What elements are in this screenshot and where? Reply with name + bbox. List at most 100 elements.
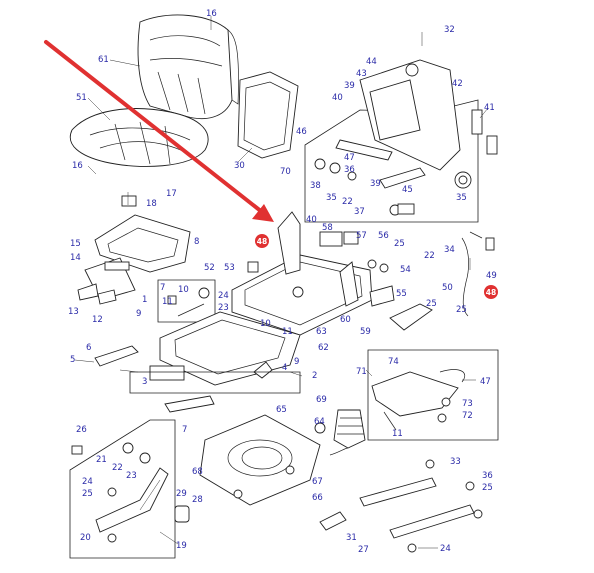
- label-54: 54: [400, 265, 411, 275]
- label-11a: 11: [162, 297, 173, 307]
- label-12: 12: [92, 315, 103, 325]
- label-19: 19: [176, 541, 187, 551]
- label-56: 56: [378, 231, 389, 241]
- label-36a: 36: [344, 165, 355, 175]
- label-29: 29: [176, 489, 187, 499]
- seat-cushion: [69, 108, 209, 167]
- label-70: 70: [280, 167, 291, 177]
- label-24a: 24: [218, 291, 229, 301]
- label-5: 5: [70, 355, 75, 365]
- label-13: 13: [68, 307, 79, 317]
- label-58: 58: [322, 223, 333, 233]
- label-25a: 25: [394, 239, 405, 249]
- label-11b: 11: [282, 327, 293, 337]
- label-7a: 7: [160, 283, 165, 293]
- label-26: 26: [76, 425, 87, 435]
- label-61: 61: [98, 55, 109, 65]
- bracket: [71, 442, 190, 543]
- spring-assy: [167, 287, 210, 317]
- label-25b: 25: [426, 299, 437, 309]
- label-8: 8: [194, 237, 199, 247]
- label-47b: 47: [480, 377, 491, 387]
- slide-rails: [319, 459, 483, 553]
- armrest: [367, 259, 433, 331]
- highlight-marker-48b[interactable]: 48: [484, 285, 498, 299]
- label-53: 53: [224, 263, 235, 273]
- label-40a: 40: [332, 93, 343, 103]
- base-box: [129, 371, 301, 394]
- label-32: 32: [444, 25, 455, 35]
- label-22a: 22: [342, 197, 353, 207]
- label-3: 3: [142, 377, 147, 387]
- label-72: 72: [462, 411, 473, 421]
- swivel-box: [367, 349, 499, 441]
- label-10a: 10: [178, 285, 189, 295]
- label-33: 33: [450, 457, 461, 467]
- label-39b: 39: [370, 179, 381, 189]
- seat-pan: [94, 195, 191, 273]
- base-plate: [94, 311, 301, 413]
- label-1: 1: [142, 295, 147, 305]
- label-45: 45: [402, 185, 413, 195]
- label-22c: 22: [112, 463, 123, 473]
- backrest-frame-box: [304, 99, 479, 223]
- label-62: 62: [318, 343, 329, 353]
- label-23b: 23: [126, 471, 137, 481]
- part-labels: 16 61 51 16 30 32 44 43 39 42 40 41 46 4…: [68, 9, 497, 555]
- highlight-label-48a: 48: [257, 237, 267, 246]
- label-22b: 22: [424, 251, 435, 261]
- highlight-marker-48a[interactable]: 48: [255, 234, 269, 248]
- label-73: 73: [462, 399, 473, 409]
- label-52: 52: [204, 263, 215, 273]
- label-6: 6: [86, 343, 91, 353]
- label-35a: 35: [326, 193, 337, 203]
- label-24c: 24: [440, 544, 451, 554]
- label-31: 31: [346, 533, 357, 543]
- suspension-base: [199, 414, 326, 506]
- highlight-label-48b: 48: [486, 288, 496, 297]
- label-60: 60: [340, 315, 351, 325]
- label-10b: 10: [260, 319, 271, 329]
- label-71: 71: [356, 367, 367, 377]
- bellows: [329, 409, 366, 456]
- label-17: 17: [166, 189, 177, 199]
- label-11c: 11: [392, 429, 403, 439]
- label-55: 55: [396, 289, 407, 299]
- label-15: 15: [70, 239, 81, 249]
- label-16a: 16: [206, 9, 217, 19]
- seat-frame: [231, 211, 373, 336]
- side-trims: [77, 257, 136, 305]
- label-18: 18: [146, 199, 157, 209]
- label-16b: 16: [72, 161, 83, 171]
- label-14: 14: [70, 253, 81, 263]
- label-4: 4: [282, 363, 287, 373]
- label-57: 57: [356, 231, 367, 241]
- label-35b: 35: [456, 193, 467, 203]
- label-20: 20: [80, 533, 91, 543]
- label-44: 44: [366, 57, 377, 67]
- backrest-cushion: [137, 14, 239, 120]
- label-9a: 9: [136, 309, 141, 319]
- label-7b: 7: [182, 425, 187, 435]
- label-64: 64: [314, 417, 325, 427]
- label-66: 66: [312, 493, 323, 503]
- label-39a: 39: [344, 81, 355, 91]
- label-65: 65: [276, 405, 287, 415]
- back-panel: [237, 71, 299, 159]
- bracket-box: [69, 419, 176, 559]
- label-46: 46: [296, 127, 307, 137]
- label-36b: 36: [482, 471, 493, 481]
- label-21: 21: [96, 455, 107, 465]
- label-41: 41: [484, 103, 495, 113]
- label-38: 38: [310, 181, 321, 191]
- label-2: 2: [312, 371, 317, 381]
- label-27: 27: [358, 545, 369, 555]
- label-40b: 40: [306, 215, 317, 225]
- label-68: 68: [192, 467, 203, 477]
- swivel-plate: [371, 369, 466, 431]
- label-30: 30: [234, 161, 245, 171]
- label-59: 59: [360, 327, 371, 337]
- label-51: 51: [76, 93, 87, 103]
- label-24b: 24: [82, 477, 93, 487]
